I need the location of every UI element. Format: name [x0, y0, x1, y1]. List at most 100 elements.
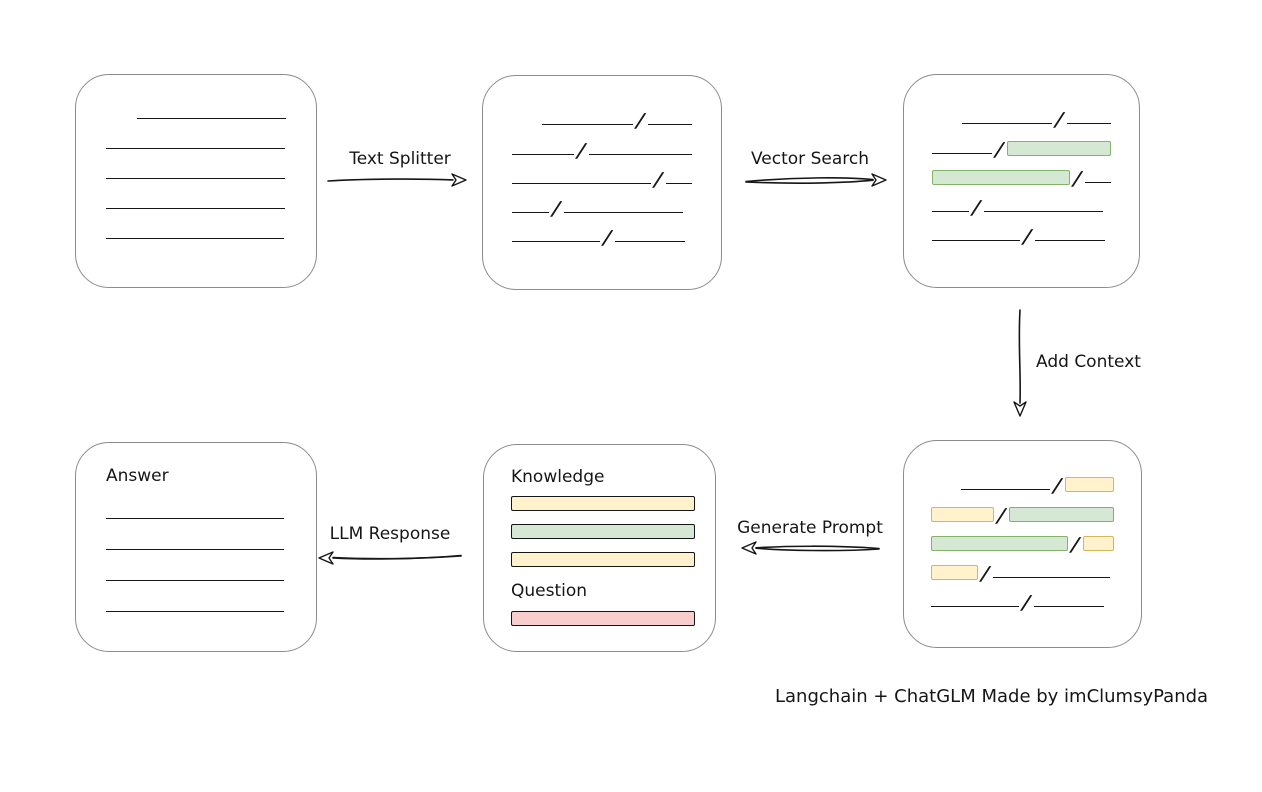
- add-context-arrow: [1013, 309, 1027, 417]
- text-line: [1033, 606, 1104, 608]
- text-line: [512, 241, 600, 243]
- chunk-row: /: [512, 187, 693, 221]
- context-chunk-lines: / / / / /: [931, 464, 1114, 615]
- chunk-row: /: [512, 216, 693, 250]
- green-chunk-bar: [931, 535, 1068, 551]
- slash-separator: /: [551, 198, 562, 221]
- chunk-row: /: [512, 99, 693, 133]
- text-line: [512, 212, 549, 214]
- yellow-chunk-bar: [1064, 477, 1114, 493]
- text-line: [588, 153, 692, 155]
- chunk-row: [106, 92, 287, 122]
- slash-separator: /: [1052, 475, 1063, 498]
- slash-separator: /: [1021, 592, 1032, 615]
- text-line: [932, 211, 969, 213]
- text-line: [106, 208, 285, 209]
- knowledge-bars: [511, 496, 695, 567]
- chunk-row: /: [932, 98, 1111, 132]
- answer-text-line: [106, 550, 284, 581]
- credit-caption: Langchain + ChatGLM Made by imClumsyPand…: [775, 686, 1209, 707]
- answer-text-line: [106, 519, 284, 550]
- text-line: [932, 152, 992, 154]
- answer-text-line: [106, 488, 284, 519]
- text-line: [1067, 123, 1111, 125]
- slash-separator: /: [980, 563, 991, 586]
- text-line: [647, 124, 692, 126]
- text-line: [542, 124, 633, 126]
- knowledge-label: Knowledge: [511, 467, 605, 487]
- green-chunk-bar: [932, 169, 1071, 185]
- answer-lines: [106, 488, 287, 612]
- slash-separator: /: [1072, 167, 1083, 190]
- text-line: [106, 178, 285, 179]
- slash-separator: /: [971, 197, 982, 220]
- split-chunk-lines: / / / / /: [512, 99, 693, 250]
- generate-prompt-arrow: [741, 541, 880, 555]
- add-context-label: Add Context: [1036, 352, 1141, 372]
- text-line: [961, 123, 1053, 125]
- text-line: [512, 153, 574, 155]
- chunk-row: /: [931, 581, 1114, 615]
- text-line: [106, 148, 285, 149]
- prompt-box: Knowledge Question: [483, 444, 716, 652]
- slash-separator: /: [1070, 533, 1081, 556]
- red-prompt-bar: [511, 611, 695, 626]
- chunk-row: /: [931, 464, 1114, 498]
- source-document-lines: [106, 92, 287, 242]
- matched-chunks-box: / / / / /: [903, 74, 1140, 288]
- slash-separator: /: [1054, 109, 1065, 132]
- yellow-prompt-bar: [511, 552, 695, 567]
- chunk-row: /: [512, 158, 693, 191]
- chunk-row: /: [931, 493, 1114, 527]
- question-label: Question: [511, 581, 588, 601]
- matched-chunk-lines: / / / / /: [932, 98, 1111, 249]
- yellow-prompt-bar: [511, 496, 695, 511]
- yellow-chunk-bar: [931, 506, 994, 522]
- chunk-row: /: [932, 186, 1111, 220]
- chunk-row: [106, 122, 287, 152]
- chunk-row: [106, 212, 287, 242]
- slash-separator: /: [602, 227, 613, 250]
- vector-search-arrow: [745, 173, 887, 187]
- split-chunks-box: / / / / /: [482, 75, 722, 290]
- text-line: [137, 118, 286, 119]
- slash-separator: /: [635, 110, 646, 133]
- text-splitter-label: Text Splitter: [349, 149, 451, 169]
- chunk-row: [106, 182, 287, 212]
- source-document-box: [75, 74, 317, 288]
- answer-box: Answer: [75, 442, 317, 652]
- text-line: [614, 241, 685, 243]
- chunk-row: /: [512, 128, 693, 162]
- slash-separator: /: [576, 139, 587, 162]
- text-line: [931, 606, 1019, 608]
- text-line: [983, 211, 1103, 213]
- text-line: [1034, 240, 1105, 242]
- chunk-row: [106, 152, 287, 182]
- text-line: [932, 240, 1020, 242]
- slash-separator: /: [996, 504, 1007, 527]
- chunk-row: /: [931, 552, 1114, 586]
- text-line: [563, 212, 683, 214]
- slash-separator: /: [1022, 226, 1033, 249]
- slash-separator: /: [653, 168, 664, 191]
- context-chunks-box: / / / / /: [903, 440, 1142, 648]
- yellow-chunk-bar: [1082, 535, 1114, 551]
- chunk-row: /: [932, 215, 1111, 249]
- green-chunk-bar: [1008, 506, 1114, 522]
- text-line: [960, 489, 1050, 491]
- llm-response-arrow: [318, 551, 462, 565]
- chunk-row: /: [932, 127, 1111, 161]
- slash-separator: /: [994, 138, 1005, 161]
- text-line: [992, 577, 1110, 579]
- text-line: [106, 238, 284, 239]
- chunk-row: /: [932, 157, 1111, 190]
- yellow-chunk-bar: [931, 565, 978, 581]
- question-bars: [511, 611, 695, 626]
- text-line: [665, 182, 692, 184]
- green-prompt-bar: [511, 524, 695, 539]
- answer-text-line: [106, 581, 284, 612]
- vector-search-label: Vector Search: [751, 149, 869, 169]
- llm-response-label: LLM Response: [329, 524, 451, 544]
- green-chunk-bar: [1006, 140, 1111, 156]
